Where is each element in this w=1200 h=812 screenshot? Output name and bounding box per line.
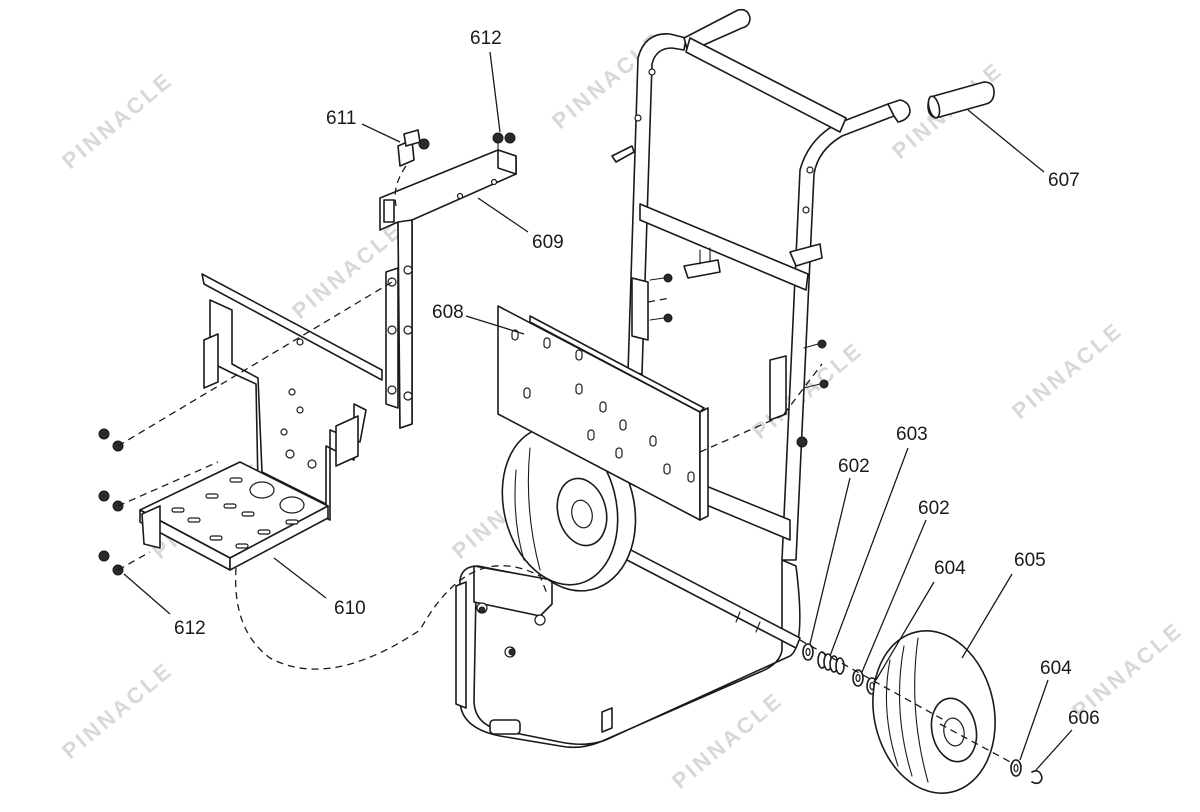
spring-603 (817, 651, 845, 675)
watermark-text: PINNACLE (1007, 317, 1128, 424)
nuts-612-top (492, 132, 516, 151)
callout-609: 609 (532, 232, 564, 253)
callouts: 611 612 609 608 610 612 607 602 603 602 … (174, 28, 1100, 729)
washer-604b (1010, 759, 1022, 777)
callout-602-b: 602 (918, 498, 950, 519)
mounting-plate-608 (497, 305, 709, 521)
watermark-text: PINNACLE (57, 67, 178, 174)
wheel-605 (872, 630, 1015, 794)
callout-611: 611 (326, 108, 356, 129)
cart-frame (455, 8, 911, 749)
washer-602a (802, 643, 814, 661)
callout-608: 608 (432, 302, 464, 323)
callout-603: 603 (896, 424, 928, 445)
callout-605: 605 (1014, 550, 1046, 571)
frame-fasteners (478, 273, 829, 656)
callout-602-a: 602 (838, 456, 870, 477)
leader-lines (123, 51, 1073, 771)
callout-604-b: 604 (1040, 658, 1072, 679)
callout-612-left: 612 (174, 618, 206, 639)
grip-607 (927, 81, 995, 119)
watermark-text: PINNACLE (57, 657, 178, 764)
tray-bracket-610 (139, 273, 383, 571)
callout-610: 610 (334, 598, 366, 619)
vertical-bracket-609 (379, 149, 517, 429)
callout-612-top: 612 (470, 28, 502, 49)
washer-602b (852, 669, 864, 687)
callout-604-a: 604 (934, 558, 966, 579)
assembly-lines (117, 281, 945, 721)
callout-607: 607 (1048, 170, 1080, 191)
nuts-612-left (98, 428, 124, 576)
clip-611 (394, 129, 430, 207)
plate-slots (511, 329, 695, 483)
floor-slots (171, 477, 299, 549)
callout-606: 606 (1068, 708, 1100, 729)
watermark-text: PINNACLE (747, 337, 868, 444)
e-clip-606 (1031, 770, 1043, 785)
